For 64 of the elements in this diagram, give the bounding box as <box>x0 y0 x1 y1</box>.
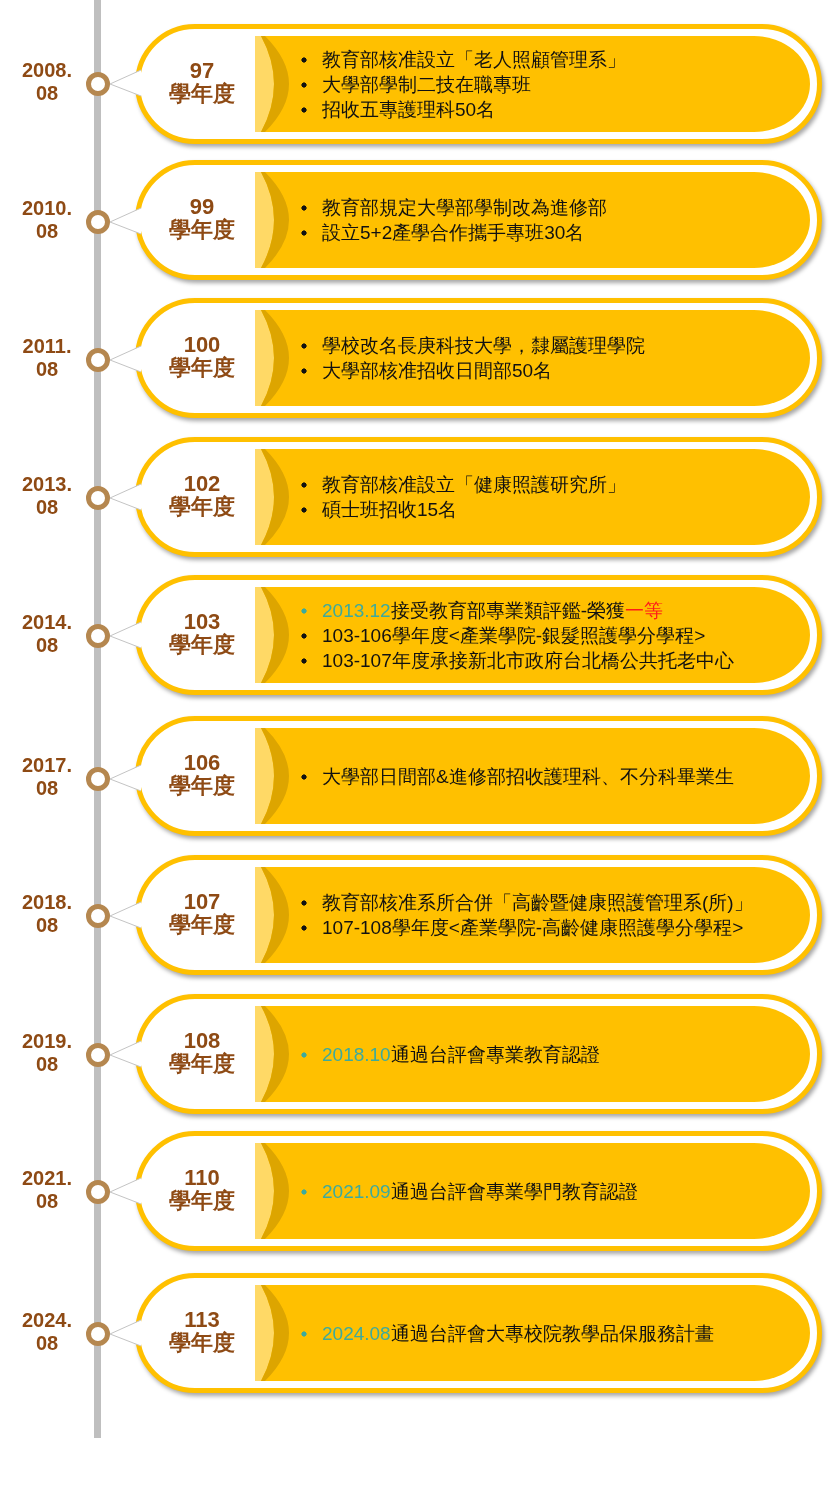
date-label: 2018. 08 <box>20 891 74 937</box>
content-panel <box>255 1006 810 1102</box>
bullet-text: 學校改名長庚科技大學，隸屬護理學院 <box>300 333 645 358</box>
date-label: 2011. 08 <box>21 335 73 381</box>
date-label: 2021. 08 <box>20 1167 74 1213</box>
timeline-dot <box>86 1043 110 1067</box>
year-label: 107 學年度 <box>168 890 236 936</box>
callout-pointer <box>109 621 142 649</box>
callout-pointer <box>109 1040 142 1068</box>
callout-pointer <box>109 764 142 792</box>
year-label: 102 學年度 <box>168 472 236 518</box>
bullet-text: 教育部規定大學部學制改為進修部 <box>300 195 607 220</box>
date-label: 2017. 08 <box>20 754 74 800</box>
callout-bubble <box>135 1273 822 1393</box>
date-label: 2013. 08 <box>20 473 74 519</box>
callout-bubble <box>135 24 822 144</box>
content-panel <box>255 587 810 683</box>
year-label: 97 學年度 <box>168 59 236 105</box>
callout-bubble <box>135 855 822 975</box>
content-panel <box>255 36 810 132</box>
content-panel <box>255 867 810 963</box>
callout-pointer <box>109 207 142 235</box>
callout-pointer <box>109 901 142 929</box>
year-label: 113 學年度 <box>168 1308 236 1354</box>
bullet-text: 2018.10通過台評會專業教育認證 <box>300 1041 600 1067</box>
bullet-text: 2021.09通過台評會專業學門教育認證 <box>300 1178 638 1204</box>
timeline-dot <box>86 904 110 928</box>
year-label: 110 學年度 <box>168 1166 236 1212</box>
timeline-dot <box>86 624 110 648</box>
date-label: 2014. 08 <box>20 611 74 657</box>
timeline-dot <box>86 486 110 510</box>
callout-bubble <box>135 994 822 1114</box>
year-label: 100 學年度 <box>168 333 236 379</box>
content-panel <box>255 728 810 824</box>
callout-pointer <box>109 483 142 511</box>
date-label: 2019. 08 <box>20 1030 74 1076</box>
timeline-dot <box>86 1322 110 1346</box>
callout-pointer <box>109 345 142 373</box>
content-panel <box>255 1143 810 1239</box>
date-label: 2008. 08 <box>20 59 74 105</box>
content-panel <box>255 172 810 268</box>
callout-bubble <box>135 160 822 280</box>
timeline-dot <box>86 767 110 791</box>
year-label: 106 學年度 <box>168 751 236 797</box>
date-label: 2010. 08 <box>20 197 74 243</box>
callout-pointer <box>109 69 142 97</box>
callout-bubble <box>135 575 822 695</box>
timeline-dot <box>86 1180 110 1204</box>
callout-pointer <box>109 1319 142 1347</box>
callout-bubble <box>135 437 822 557</box>
year-label: 99 學年度 <box>168 195 236 241</box>
callout-bubble <box>135 1131 822 1251</box>
content-panel <box>255 1285 810 1381</box>
content-panel <box>255 310 810 406</box>
year-label: 108 學年度 <box>168 1029 236 1075</box>
timeline-dot <box>86 348 110 372</box>
timeline-dot <box>86 210 110 234</box>
year-label: 103 學年度 <box>168 610 236 656</box>
callout-bubble <box>135 716 822 836</box>
callout-bubble <box>135 298 822 418</box>
callout-pointer <box>109 1177 142 1205</box>
content-panel <box>255 449 810 545</box>
timeline-dot <box>86 72 110 96</box>
date-label: 2024. 08 <box>20 1309 74 1355</box>
